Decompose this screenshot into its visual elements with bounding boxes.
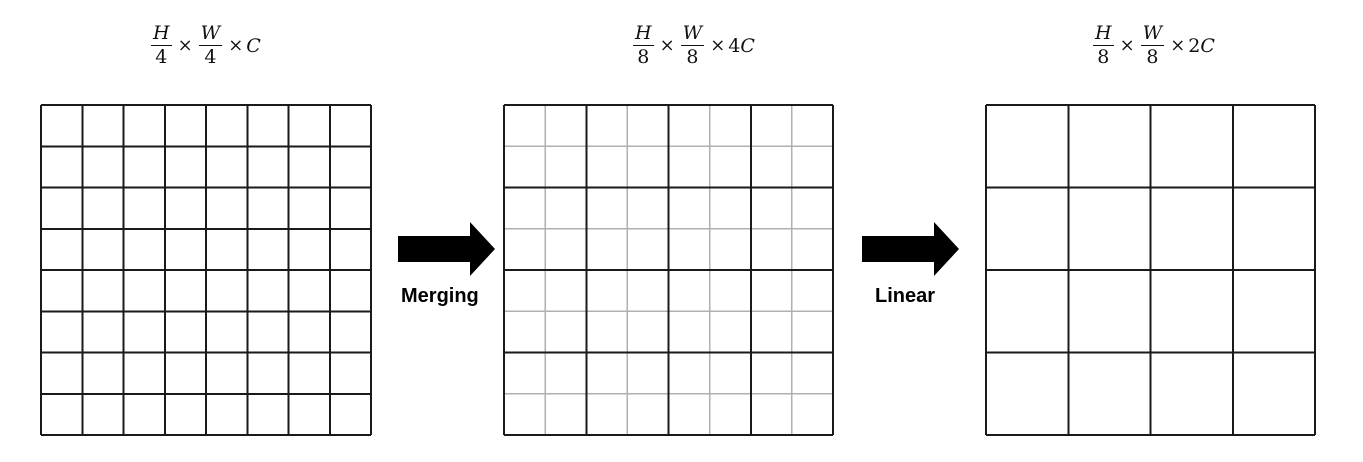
stage-3-dimension-label: H 8 × W 8 × 2C <box>1093 22 1215 69</box>
height-fraction: H 8 <box>1093 24 1114 67</box>
width-fraction: W 8 <box>1140 22 1165 69</box>
channel-term: 4C <box>728 34 755 57</box>
stage-1-dimension-label: H 4 × W 4 × C <box>151 22 261 69</box>
linear-label: Linear <box>875 285 936 307</box>
width-symbol: W <box>1142 22 1163 44</box>
feature-map-grid-1 <box>40 104 372 436</box>
right-arrow-icon <box>862 222 959 276</box>
width-symbol: W <box>200 22 221 44</box>
height-divisor: 8 <box>637 46 650 69</box>
stage-2-dimension-label: H 8 × W 8 × 4C <box>633 22 755 69</box>
channel-term: C <box>246 34 261 57</box>
width-symbol: W <box>682 22 703 44</box>
height-symbol: H <box>1095 22 1112 44</box>
channel-term: 2C <box>1188 34 1215 57</box>
feature-map-grid-2 <box>503 104 834 436</box>
right-arrow-icon <box>398 222 495 276</box>
width-divisor: 4 <box>204 46 217 69</box>
merging-label: Merging <box>401 285 479 307</box>
height-fraction: H 8 <box>633 24 654 67</box>
height-symbol: H <box>153 22 170 44</box>
height-divisor: 8 <box>1097 46 1110 69</box>
height-divisor: 4 <box>155 46 168 69</box>
width-divisor: 8 <box>686 46 699 69</box>
height-fraction: H 4 <box>151 24 172 67</box>
feature-map-grid-3 <box>985 104 1316 436</box>
width-fraction: W 4 <box>198 22 223 69</box>
width-fraction: W 8 <box>680 22 705 69</box>
height-symbol: H <box>635 22 652 44</box>
width-divisor: 8 <box>1146 46 1159 69</box>
